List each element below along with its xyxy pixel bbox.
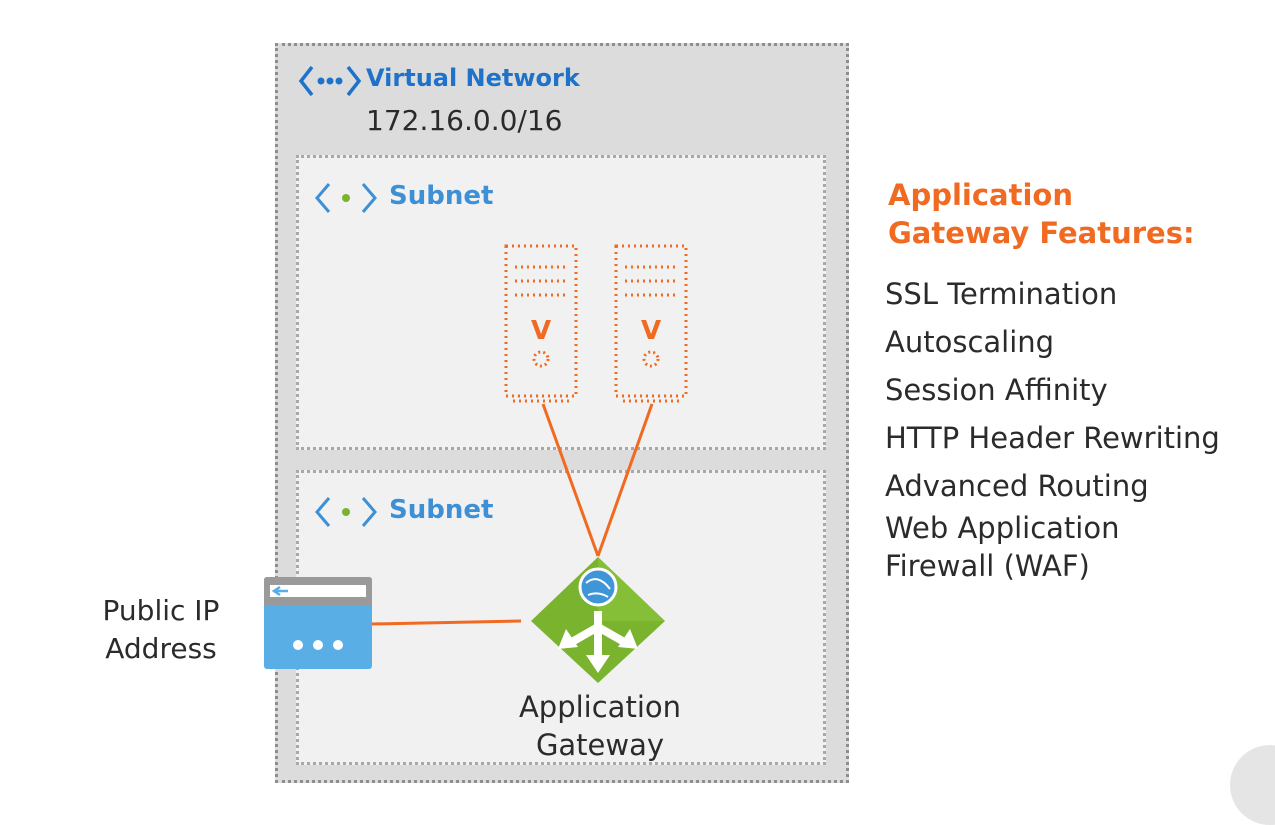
link-server1-gateway	[541, 403, 600, 557]
subnet-label-top: Subnet	[389, 181, 494, 211]
features-title-line1: Application	[888, 178, 1073, 212]
feature-item: SSL Termination	[885, 277, 1118, 311]
virtual-network-icon	[298, 65, 362, 97]
svg-text:V: V	[641, 316, 661, 346]
feature-item: Firewall (WAF)	[885, 549, 1090, 583]
feature-item: Advanced Routing	[885, 469, 1149, 503]
link-server2-gateway	[596, 403, 654, 557]
public-ip-label-line2: Address	[105, 632, 217, 665]
virtual-machine-icon: V	[614, 244, 688, 403]
feature-item: Session Affinity	[885, 373, 1108, 407]
features-list: SSL Termination Autoscaling Session Affi…	[885, 275, 1275, 595]
subnet-icon	[315, 497, 377, 527]
connection-lines	[371, 403, 654, 626]
virtual-machine-icon: V	[504, 244, 578, 403]
public-ip-icon	[264, 577, 372, 669]
virtual-network-cidr: 172.16.0.0/16	[366, 104, 563, 137]
features-title-line2: Gateway Features:	[888, 216, 1195, 250]
feature-item: Web Application	[885, 511, 1120, 545]
subnet-icon	[315, 183, 377, 213]
subnet-label-bottom: Subnet	[389, 495, 494, 525]
application-gateway-label-line2: Gateway	[535, 728, 665, 762]
application-gateway-icon	[531, 557, 665, 683]
virtual-network-label: Virtual Network	[366, 64, 580, 92]
application-gateway-label: Application Gateway	[480, 688, 720, 764]
features-title: Application Gateway Features:	[888, 176, 1258, 252]
public-ip-label: Public IP Address	[40, 592, 282, 668]
application-gateway-label-line1: Application	[518, 690, 682, 724]
public-ip-label-line1: Public IP	[102, 594, 220, 627]
feature-item: HTTP Header Rewriting	[885, 421, 1220, 455]
svg-text:V: V	[531, 316, 551, 346]
feature-item: Autoscaling	[885, 325, 1055, 359]
link-publicip-gateway	[371, 619, 522, 626]
